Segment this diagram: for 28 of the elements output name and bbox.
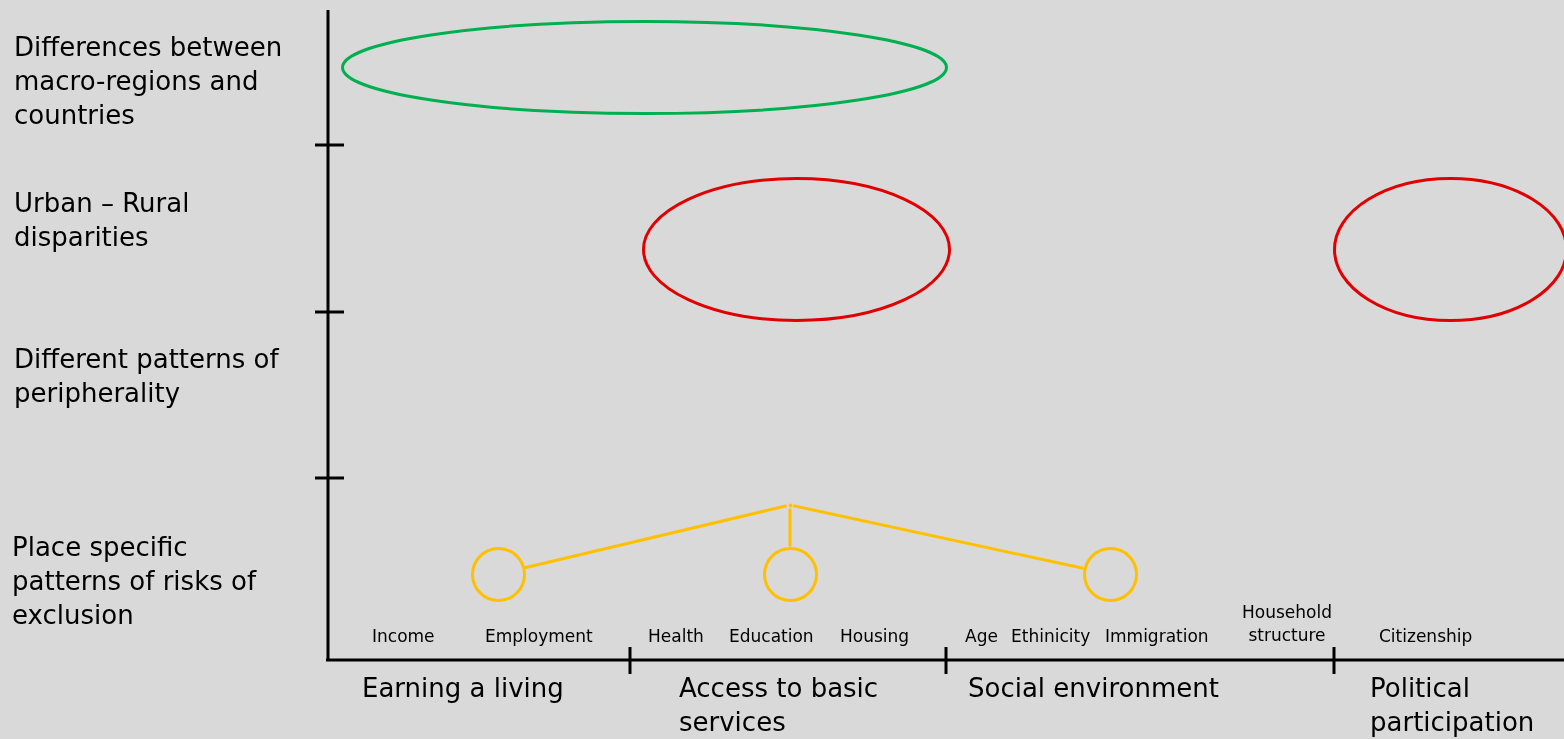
row-label: Differences between macro-regions and countries [14,31,284,132]
category-label: Health [648,625,704,648]
row-label: Different patterns of peripherality [14,343,281,410]
category-label: Employment [485,625,593,648]
ellipse-outline [340,19,948,115]
row-label: Place specific patterns of risks of exclusion [12,531,258,632]
circle-outline [762,546,818,602]
connector-line [524,504,787,570]
circle-outline [1082,546,1138,602]
category-label: Education [729,625,814,648]
row-label: Urban – Rural disparities [14,187,191,254]
category-label: Housing [840,625,910,648]
column-label: Political participation [1370,672,1536,739]
column-label: Access to basic services [679,672,880,739]
connector-line [793,504,1084,570]
ellipse-outline [641,176,951,322]
column-label: Social environment [968,672,1219,705]
category-label: Age [965,625,998,648]
category-label: Income [372,625,435,648]
category-label: Ethinicity [1011,625,1091,648]
connector-line [788,508,792,547]
category-label: Immigration [1105,625,1209,648]
column-label: Earning a living [362,672,564,705]
junction-point [786,501,794,509]
ellipse-outline [1332,176,1564,322]
circle-outline [470,546,526,602]
category-label: Household structure [1241,601,1333,647]
category-label: Citizenship [1379,625,1473,648]
